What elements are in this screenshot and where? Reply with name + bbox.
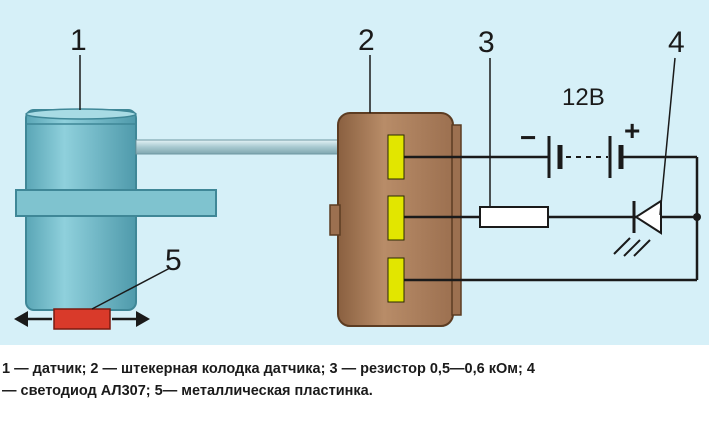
connector-pin-3 (387, 257, 405, 303)
label-voltage: 12В (562, 84, 605, 111)
leader-5 (91, 267, 171, 310)
led-triangle (634, 199, 662, 235)
arrow-right-icon (136, 311, 150, 327)
sensor (15, 108, 343, 311)
label-5: 5 (165, 244, 182, 277)
label-plus: + (624, 115, 640, 146)
leader-lines (79, 55, 676, 310)
metal-plate (14, 308, 150, 330)
junction-dot (693, 213, 701, 221)
connector-pin-2 (387, 195, 405, 241)
wiring (404, 155, 699, 282)
label-2: 2 (358, 24, 375, 57)
caption-line-1: 1 — датчик; 2 — штекерная колодка датчик… (2, 361, 535, 377)
led-ray-1 (613, 237, 631, 255)
sensor-flange (15, 189, 217, 217)
label-4: 4 (668, 26, 685, 59)
label-3: 3 (478, 26, 495, 59)
connector-pin-1 (387, 134, 405, 180)
plate-body (53, 308, 111, 330)
connector-latch-right (451, 124, 462, 316)
led-ray-3 (633, 239, 651, 257)
connector (329, 112, 462, 327)
caption: 1 — датчик; 2 — штекерная колодка датчик… (2, 358, 708, 402)
connector-latch-left (329, 204, 341, 236)
resistor (479, 206, 549, 228)
led (613, 199, 662, 257)
sensor-rod (135, 139, 343, 155)
leader-4 (659, 57, 676, 216)
sensor-top-rim (25, 108, 137, 120)
label-1: 1 (70, 24, 87, 57)
caption-line-2: — светодиод АЛ307; 5— металлическая плас… (2, 383, 373, 399)
arrow-left-icon (14, 311, 28, 327)
led-ray-2 (623, 239, 641, 257)
label-minus: − (520, 122, 536, 153)
battery (547, 136, 624, 178)
